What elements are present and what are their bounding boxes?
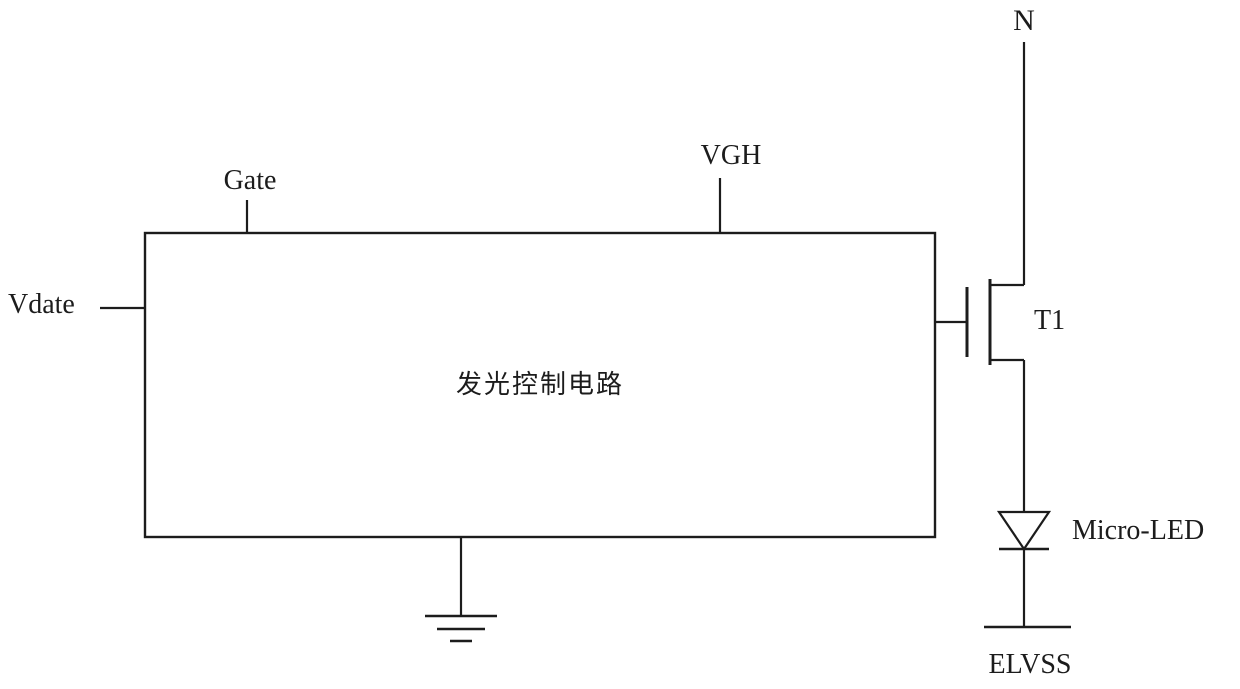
transistor-t1-label: T1 [1034,305,1066,336]
emission-control-box [143,231,937,539]
emission-control-box-label: 发光控制电路 [455,370,625,399]
micro-led-label: Micro-LED [1072,515,1205,546]
gate-label: Gate [223,165,277,196]
led-diode-triangle [996,510,1052,551]
vdate-label: Vdate [8,289,75,320]
vgh-label: VGH [700,140,762,171]
elvss-label: ELVSS [988,649,1072,680]
node-n-label: N [1013,4,1035,37]
